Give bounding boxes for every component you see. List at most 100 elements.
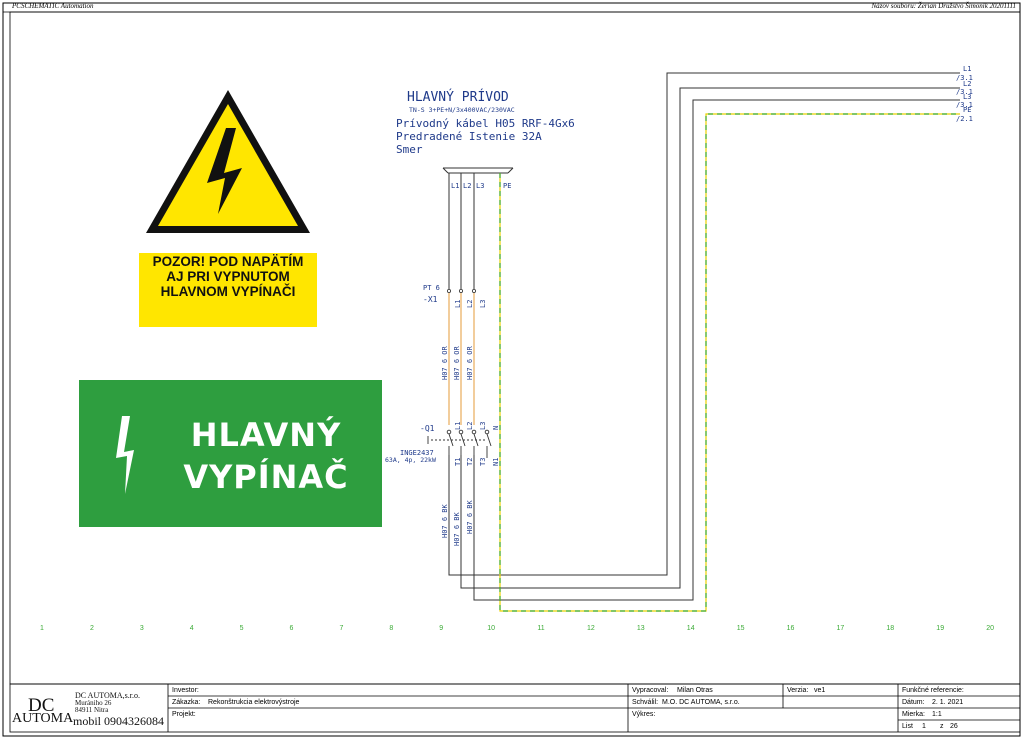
network-spec: TN-S 3+PE+N/3x400VAC/230VAC — [409, 106, 515, 114]
funkcne-referencie-label: Funkčné referencie: — [902, 687, 964, 694]
xref-ref-l1: /3.1 — [956, 74, 973, 82]
switch-top-pin-l3: L3 — [479, 422, 487, 430]
column-number-3: 3 — [140, 625, 144, 632]
column-number-19: 19 — [936, 625, 944, 632]
column-number-14: 14 — [687, 625, 695, 632]
column-number-9: 9 — [439, 625, 443, 632]
column-number-7: 7 — [339, 625, 343, 632]
pe-wire-green — [499, 113, 960, 612]
column-number-18: 18 — [886, 625, 894, 632]
mierka-label: Mierka: — [902, 711, 925, 718]
zakazka-value: Rekonštrukcia elektrovýstroje — [208, 699, 300, 706]
xref-label-pe: PE — [963, 106, 971, 114]
column-number-5: 5 — [240, 625, 244, 632]
terminal-ref: PT 6 — [423, 284, 440, 292]
mierka-value: 1:1 — [932, 711, 942, 718]
xref-ref-l3: /3.1 — [956, 101, 973, 109]
wire-l3-route — [473, 99, 960, 601]
schvalil-label: Schválil: — [632, 699, 659, 706]
xref-ref-pe: /2.1 — [956, 115, 973, 123]
column-number-1: 1 — [40, 625, 44, 632]
terminal-name: -X1 — [423, 295, 438, 304]
switch-q1 — [427, 429, 492, 458]
wire-label-bottom-1: H07 6 BK — [441, 503, 449, 538]
warning-text-panel — [139, 253, 317, 327]
main-switch-line-1: HLAVNÝ — [190, 416, 342, 454]
terminal-pin-l2: L2 — [466, 300, 474, 308]
column-number-17: 17 — [837, 625, 845, 632]
vykres-label: Výkres: — [632, 711, 656, 718]
busbar-label-l2: L2 — [463, 182, 471, 190]
xref-label-l3: L3 — [963, 93, 971, 101]
main-switch-line-2: VYPÍNAČ — [183, 458, 349, 496]
column-number-13: 13 — [637, 625, 645, 632]
switch-top-pin-l1: L1 — [454, 422, 462, 430]
breaker-spec: Predradené Istenie 32A — [396, 130, 542, 143]
switch-bottom-pin-t2: T2 — [466, 458, 474, 466]
warning-triangle-fill — [158, 104, 298, 226]
busbar-label-l3: L3 — [476, 182, 484, 190]
verzia-value: ve1 — [814, 687, 826, 694]
column-number-20: 20 — [986, 625, 994, 632]
cable-entry-symbol — [442, 167, 514, 174]
warning-sign-text: POZOR! POD NAPÄTÍM AJ PRI VYPNUTOM HLAVN… — [139, 254, 317, 299]
datum-label: Dátum: — [902, 699, 925, 706]
wire-label-bottom-2: H07 6 BK — [453, 511, 461, 546]
column-number-12: 12 — [587, 625, 595, 632]
warning-line-1: POZOR! POD NAPÄTÍM — [152, 254, 304, 269]
switch-bottom-pin-n1: N1 — [492, 458, 500, 466]
wire-label-top-2: H07 6 OR — [453, 345, 461, 380]
verzia-label: Verzia: — [787, 687, 809, 694]
logo-dc: DC — [28, 695, 55, 716]
company-street: Murániho 26 — [75, 699, 112, 707]
z-label: z — [940, 723, 944, 730]
list-label: List — [902, 723, 913, 730]
column-number-2: 2 — [90, 625, 94, 632]
column-number-11: 11 — [537, 625, 544, 632]
column-number-4: 4 — [190, 625, 194, 632]
schvalil-value: M.O. DC AUTOMA, s.r.o. — [662, 699, 740, 706]
wire-label-top-1: H07 6 OR — [441, 345, 449, 380]
orange-wires — [448, 290, 475, 425]
cable-spec: Prívodný kábel H05 RRF-4Gx6 — [396, 117, 575, 130]
wire-l1-route — [448, 72, 960, 576]
switch-bottom-pin-t3: T3 — [479, 458, 487, 466]
lightning-bolt-icon — [116, 416, 134, 494]
column-number-8: 8 — [389, 625, 393, 632]
file-name: Názov souboru: Žerian Družstvo Šimoník 2… — [871, 2, 1016, 10]
company-city: 84911 Nitra — [75, 706, 109, 714]
column-number-6: 6 — [290, 625, 294, 632]
title-block-frame — [9, 683, 1021, 733]
column-number-10: 10 — [487, 625, 495, 632]
xref-label-l1: L1 — [963, 65, 971, 73]
vypracoval-value: Milan Otras — [677, 687, 713, 694]
column-number-15: 15 — [737, 625, 745, 632]
list-value: 1 — [922, 723, 926, 730]
busbar-label-pe: PE — [503, 182, 511, 190]
wire-label-bottom-3: H07 6 BK — [466, 499, 474, 534]
software-name: PCSCHEMATIC Automation — [12, 2, 94, 10]
direction-label: Smer — [396, 143, 423, 156]
logo-automa: AUTOMA — [12, 711, 74, 726]
xref-label-l2: L2 — [963, 80, 971, 88]
main-switch-sign-text: HLAVNÝ VYPÍNAČ — [150, 414, 382, 498]
xref-ref-l2: /3.1 — [956, 88, 973, 96]
switch-bottom-pin-t1: T1 — [454, 458, 462, 466]
investor-label: Investor: — [172, 687, 199, 694]
datum-value: 2. 1. 2021 — [932, 699, 964, 706]
switch-top-pin-n: N — [492, 426, 500, 430]
warning-sign — [139, 78, 317, 328]
terminal-pin-l3: L3 — [479, 300, 487, 308]
company-mobile: mobil 0904326084 — [73, 714, 165, 728]
pe-wire-yellow — [499, 113, 960, 612]
pe-wire — [499, 113, 960, 612]
wire-l2-route — [460, 87, 960, 589]
switch-type: INGE2437 — [400, 449, 434, 457]
conductors — [448, 72, 960, 601]
terminal-x1 — [446, 288, 476, 293]
z-value: 26 — [950, 723, 958, 730]
zakazka-label: Zákazka: — [172, 699, 201, 706]
warning-line-3: HLAVNOM VYPÍNAČI — [160, 284, 296, 299]
